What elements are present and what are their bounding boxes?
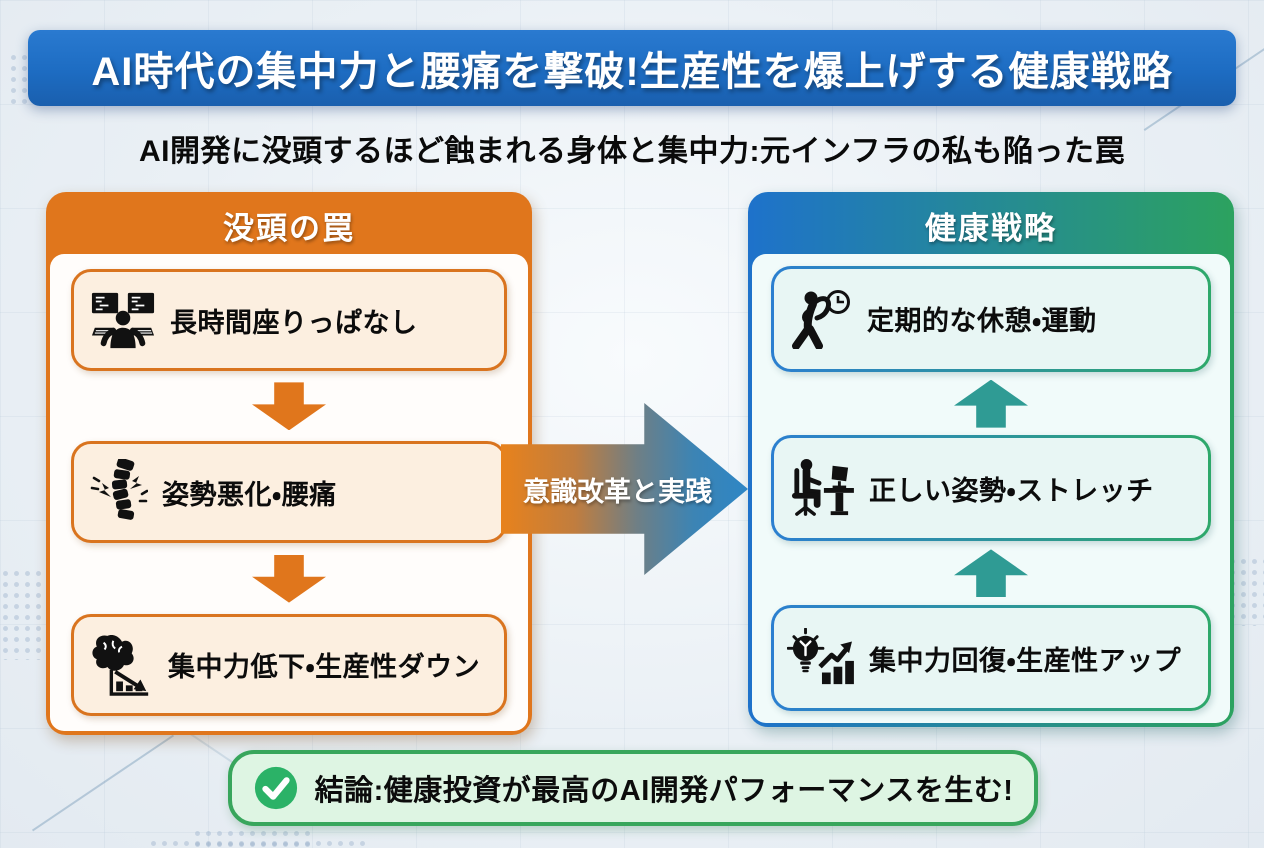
strategy-panel-header: 健康戦略: [925, 210, 1057, 246]
title-banner: AI時代の集中力と腰痛を撃破!生産性を爆上げする健康戦略: [28, 30, 1236, 106]
strategy-panel-body: 定期的な休憩・運動: [752, 254, 1230, 723]
arrow-down-icon: [252, 554, 326, 603]
problem-panel: 没頭の罠: [46, 192, 532, 735]
strategy-item-label: 集中力回復・生産性アップ: [869, 645, 1182, 676]
conclusion-label: 結論:健康投資が最高のAI開発パフォーマンスを生む!: [314, 775, 1014, 807]
circuit-pattern: [192, 828, 312, 848]
transformation-arrow: 意識改革と実践: [501, 403, 748, 575]
page-subtitle: AI開発に没頭するほど蝕まれる身体と集中力:元インフラの私も陥った罠: [138, 135, 1126, 168]
strategy-panel: 健康戦略: [748, 192, 1234, 727]
problem-panel-body: 長時間座りっぱなし: [50, 254, 528, 731]
problem-item-sitting: 長時間座りっぱなし: [71, 269, 507, 372]
page-title: AI時代の集中力と腰痛を撃破!生産性を爆上げする健康戦略: [91, 50, 1173, 94]
problem-item-focus-loss: 集中力低下・生産性ダウン: [71, 613, 507, 716]
problem-item-label: 姿勢悪化・腰痛: [162, 479, 337, 510]
strategy-item-breaks: 定期的な休憩・運動: [771, 265, 1211, 372]
brain-decline-chart-icon: [90, 633, 154, 697]
arrow-down-icon: [252, 382, 326, 431]
spine-pain-icon: [90, 459, 148, 525]
arrow-up-icon: [954, 379, 1028, 428]
arrow-up-icon: [954, 549, 1028, 598]
circuit-pattern: [148, 838, 368, 848]
problem-panel-header: 没頭の罠: [223, 210, 355, 246]
stretching-person-clock-icon: [787, 289, 853, 349]
transformation-arrow-label: 意識改革と実践: [523, 476, 712, 507]
strategy-item-focus-gain: 集中力回復・生産性アップ: [771, 605, 1211, 712]
circuit-pattern: [31, 734, 175, 832]
problem-item-label: 集中力低下・生産性ダウン: [168, 652, 481, 683]
check-circle-icon: [253, 765, 299, 811]
problem-item-label: 長時間座りっぱなし: [170, 307, 418, 338]
problem-item-posture: 姿勢悪化・腰痛: [71, 441, 507, 544]
bulb-growth-chart-icon: [787, 628, 855, 688]
strategy-item-label: 定期的な休憩・運動: [867, 306, 1097, 337]
conclusion-banner: 結論:健康投資が最高のAI開発パフォーマンスを生む!: [228, 750, 1038, 826]
desk-posture-icon: [787, 458, 855, 518]
strategy-item-posture: 正しい姿勢・ストレッチ: [771, 435, 1211, 542]
strategy-item-label: 正しい姿勢・ストレッチ: [869, 475, 1154, 506]
dual-monitor-coder-icon: [90, 291, 156, 349]
